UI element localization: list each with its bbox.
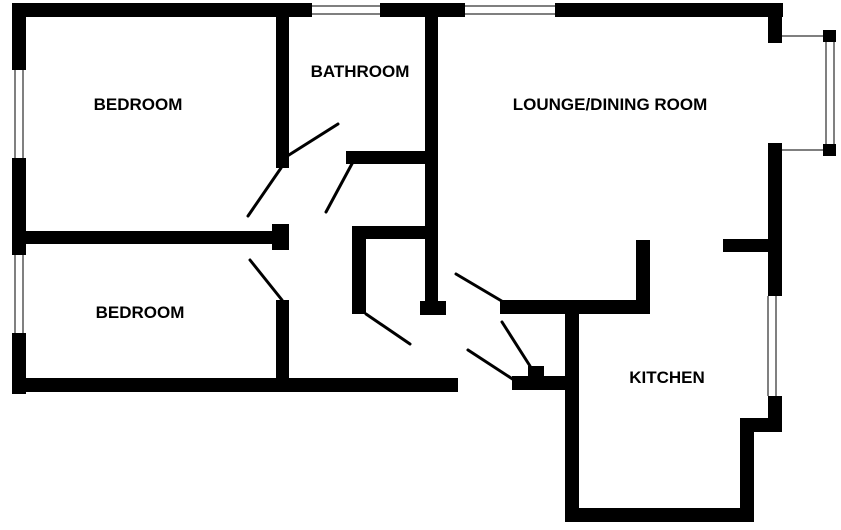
windows xyxy=(14,5,835,396)
room-label-bathroom: BATHROOM xyxy=(311,62,410,81)
door-bedroom-top xyxy=(279,122,340,162)
room-label-bedroom-bottom: BEDROOM xyxy=(96,303,185,322)
wall xyxy=(768,143,782,296)
wall xyxy=(768,3,782,43)
door-cupboard xyxy=(364,312,412,346)
wall xyxy=(740,418,754,522)
wall xyxy=(380,3,465,17)
room-label-lounge: LOUNGE/DINING ROOM xyxy=(513,95,708,114)
wall xyxy=(723,239,778,252)
door-lounge xyxy=(454,272,507,305)
wall xyxy=(12,231,288,244)
wall xyxy=(768,396,782,432)
doors xyxy=(246,122,532,382)
wall xyxy=(12,3,26,70)
wall xyxy=(565,300,579,522)
wall xyxy=(352,226,366,314)
door-bedroom-top-swing xyxy=(246,166,283,218)
wall xyxy=(565,508,752,522)
wall xyxy=(12,3,312,17)
wall xyxy=(528,366,544,390)
door-bathroom xyxy=(324,158,356,214)
window-bedroom-top-left xyxy=(14,70,24,158)
bay-post xyxy=(823,30,836,42)
window-bedroom-bottom-left xyxy=(14,255,24,333)
window-bathroom-top xyxy=(312,5,380,15)
bay-window-lounge xyxy=(781,35,835,151)
wall xyxy=(512,376,579,390)
wall xyxy=(346,151,432,164)
wall xyxy=(12,158,26,255)
wall xyxy=(420,301,446,315)
wall xyxy=(12,378,458,392)
wall xyxy=(276,300,289,386)
room-label-bedroom-top: BEDROOM xyxy=(94,95,183,114)
window-kitchen-right xyxy=(767,296,777,396)
window-lounge-top xyxy=(465,5,555,15)
wall xyxy=(352,226,434,239)
room-label-kitchen: KITCHEN xyxy=(629,368,705,387)
wall xyxy=(276,3,289,168)
door-kitchen xyxy=(500,320,532,368)
wall xyxy=(272,224,289,250)
door-entrance xyxy=(466,348,516,382)
room-labels: BEDROOM BATHROOM LOUNGE/DINING ROOM BEDR… xyxy=(94,62,708,387)
wall xyxy=(636,240,650,314)
door-bedroom-bottom xyxy=(248,258,284,302)
wall xyxy=(555,3,783,17)
bay-post xyxy=(823,144,836,156)
walls xyxy=(12,3,836,522)
